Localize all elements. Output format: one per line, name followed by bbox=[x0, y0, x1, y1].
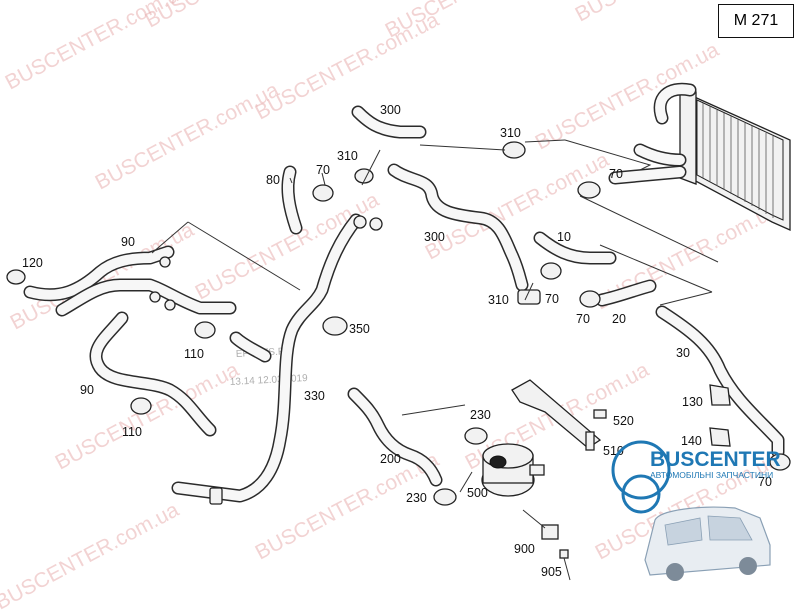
label-110-lower: 110 bbox=[122, 425, 142, 439]
label-230-upper: 230 bbox=[470, 408, 491, 422]
label-230-lower: 230 bbox=[406, 491, 427, 505]
clamp-310-top bbox=[502, 141, 526, 159]
label-70-right: 70 bbox=[609, 167, 623, 181]
label-90-lower: 90 bbox=[80, 383, 94, 397]
label-70-low: 70 bbox=[576, 312, 590, 326]
logo-tagline: АВТОМОБІЛЬНІ ЗАПЧАСТИНИ bbox=[650, 470, 773, 480]
label-905: 905 bbox=[541, 565, 562, 579]
buscenter-logo: BUSCENTER АВТОМОБІЛЬНІ ЗАПЧАСТИНИ bbox=[611, 440, 781, 581]
clamp-350 bbox=[322, 316, 348, 336]
connector-900 bbox=[541, 524, 559, 540]
label-70-mid: 70 bbox=[545, 292, 559, 306]
label-80: 80 bbox=[266, 173, 280, 187]
label-70-left: 70 bbox=[316, 163, 330, 177]
clamp-230-lower bbox=[433, 488, 457, 506]
watermark-text: BUSCENTER.com.ua bbox=[252, 8, 443, 124]
label-120: 120 bbox=[22, 256, 43, 270]
clip-140 bbox=[709, 427, 731, 447]
part-510 bbox=[585, 431, 595, 451]
water-pump-500 bbox=[481, 379, 607, 559]
label-520: 520 bbox=[613, 414, 634, 428]
label-70-bottom: 70 bbox=[758, 475, 772, 489]
logo-ring-lower bbox=[621, 474, 661, 514]
clamp-70-bottom bbox=[769, 453, 791, 471]
label-310-ring: 310 bbox=[337, 149, 358, 163]
label-20: 20 bbox=[612, 312, 626, 326]
leader-lines bbox=[151, 139, 719, 581]
connector-310 bbox=[517, 289, 541, 305]
watermark-text: BUSCENTER.com.ua bbox=[142, 0, 333, 32]
label-310-top: 310 bbox=[500, 126, 521, 140]
clamp-110-lower bbox=[130, 397, 152, 415]
clamp-230-upper bbox=[464, 427, 488, 445]
watermark-text: BUSCENTER.com.ua bbox=[252, 448, 443, 564]
label-140: 140 bbox=[681, 434, 702, 448]
watermark-text: BUSCENTER bbox=[572, 0, 697, 26]
watermark-stamp: 13.14 12.03.2019 bbox=[230, 373, 309, 388]
label-330: 330 bbox=[304, 389, 325, 403]
clamp-70-mid bbox=[540, 262, 562, 280]
pin-905 bbox=[559, 549, 569, 559]
model-code-box: M 271 bbox=[718, 4, 794, 38]
model-code: M 271 bbox=[733, 12, 779, 29]
label-310-connector: 310 bbox=[488, 293, 509, 307]
label-90-upper: 90 bbox=[121, 235, 135, 249]
clamp-70-left bbox=[312, 184, 334, 202]
clamp-70-right bbox=[577, 181, 601, 199]
label-350: 350 bbox=[349, 322, 370, 336]
watermark-text: BUSCENTER.com.ua bbox=[92, 78, 283, 194]
radiator bbox=[679, 85, 791, 232]
label-200: 200 bbox=[380, 452, 401, 466]
clamp-110-upper bbox=[194, 321, 216, 339]
label-130: 130 bbox=[682, 395, 703, 409]
watermark-text: BUSCENTER.com.ua bbox=[0, 498, 183, 611]
label-300-lower: 300 bbox=[424, 230, 445, 244]
logo-ring bbox=[611, 440, 671, 500]
clamp-120 bbox=[6, 269, 26, 285]
label-30: 30 bbox=[676, 346, 690, 360]
label-900: 900 bbox=[514, 542, 535, 556]
hose-lines bbox=[23, 82, 785, 503]
part-labels: 300 310 310 70 80 70 90 120 300 10 310 7… bbox=[22, 103, 772, 579]
part-520 bbox=[593, 409, 607, 419]
fittings bbox=[6, 141, 791, 506]
label-300-upper: 300 bbox=[380, 103, 401, 117]
clip-130 bbox=[709, 384, 731, 406]
watermark-text: BUSCENTER.com.ua bbox=[52, 358, 243, 474]
clamp-70-low bbox=[579, 290, 601, 308]
label-10: 10 bbox=[557, 230, 571, 244]
logo-name: BUSCENTER bbox=[650, 448, 781, 471]
label-500: 500 bbox=[467, 486, 488, 500]
label-110-upper: 110 bbox=[184, 347, 204, 361]
